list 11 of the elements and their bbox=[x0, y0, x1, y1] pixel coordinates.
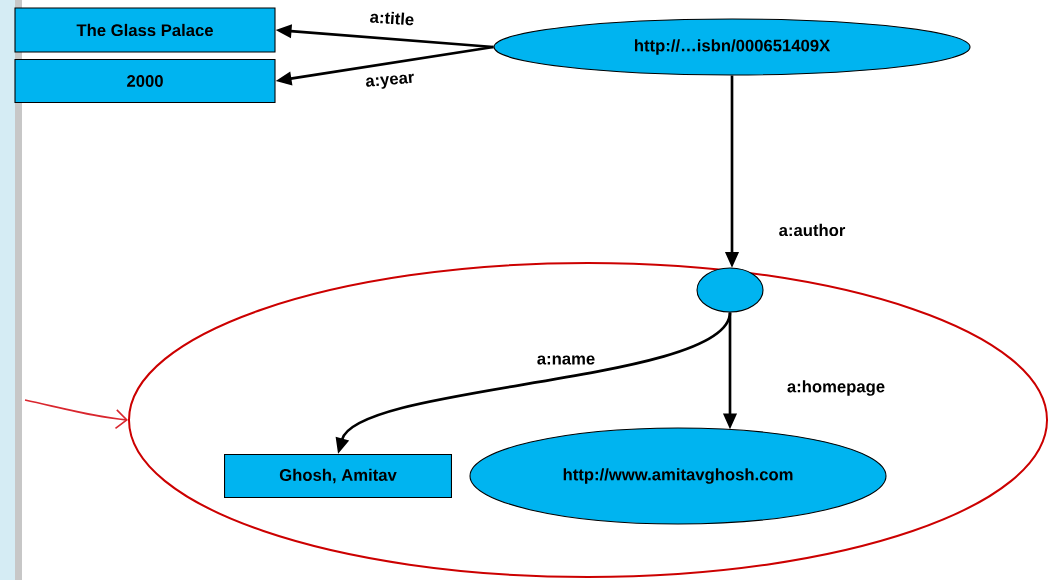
literal-box: Ghosh, Amitav bbox=[224, 454, 452, 498]
edge-label: a:title bbox=[370, 11, 414, 26]
arrow bbox=[24, 399, 128, 430]
edge-label: a:name bbox=[537, 355, 595, 365]
edge-label: a:author bbox=[779, 223, 846, 237]
group-ellipse bbox=[128, 262, 1048, 578]
edge-label: a:homepage bbox=[787, 380, 885, 396]
literal-box: 2000 bbox=[14, 59, 276, 103]
edge-label: a:year bbox=[366, 73, 414, 89]
literal-box: The Glass Palace bbox=[14, 7, 276, 53]
blank-node-ellipse bbox=[696, 267, 764, 313]
